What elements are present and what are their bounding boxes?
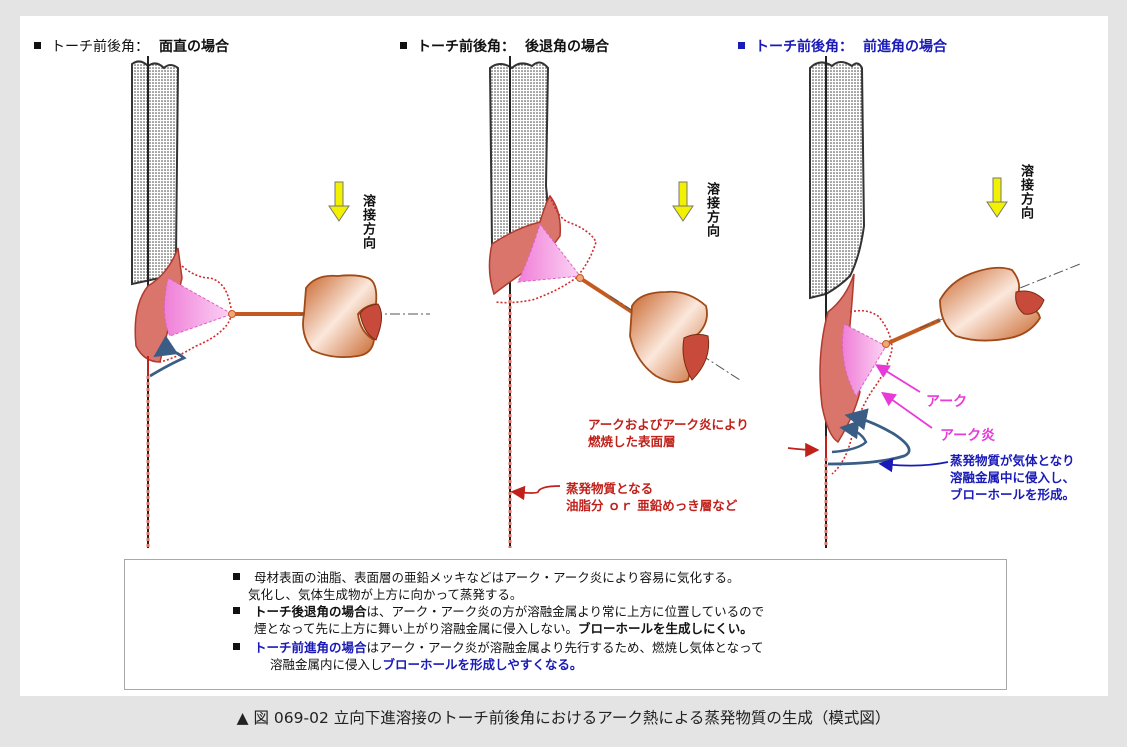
note-emphasis: トーチ前進角の場合 <box>254 640 367 655</box>
gas-label: 蒸発物質が気体となり 溶融金属中に侵入し、 ブローホールを形成。 <box>950 452 1075 503</box>
leader-arrow <box>510 485 561 501</box>
header-perpendicular: トーチ前後角： 面直の場合 <box>34 36 229 56</box>
figure-caption: ▲ 図 069-02 立向下進溶接のトーチ前後角におけるアーク熱による蒸発物質の… <box>236 709 891 727</box>
note-text: 気化し、気体生成物が上方に向かって蒸発する。 <box>248 587 523 602</box>
bullet-icon <box>738 41 745 49</box>
notes-box: 母材表面の油脂、表面層の亜鉛メッキなどはアーク・アーク炎により容易に気化する。 … <box>124 559 1007 690</box>
arc-cone <box>517 222 581 283</box>
diagram-forehand <box>787 56 1081 548</box>
header-label: トーチ前後角： <box>417 39 515 55</box>
header-backhand: トーチ前後角： 後退角の場合 <box>400 36 609 56</box>
electrode-wire <box>885 318 941 346</box>
annotation-line: 燃焼した表面層 <box>588 434 676 449</box>
arc-label: アーク <box>926 394 968 410</box>
base-metal-plate <box>809 61 866 300</box>
torch-cut-face <box>359 303 382 341</box>
header-value: 後退角の場合 <box>525 39 609 55</box>
bullet-icon <box>233 607 240 614</box>
leader-arrow-gas <box>878 457 949 473</box>
header-label: トーチ前後角： <box>51 39 149 55</box>
leader-arrow-arc <box>874 364 921 393</box>
annotation-line: アークおよびアーク炎により <box>588 417 749 432</box>
annotation-line: 溶融金属中に侵入し、 <box>950 470 1076 485</box>
figure-panel: トーチ前後角： 面直の場合 トーチ前後角： 後退角の場合 トーチ前後角： 前進角の場合… <box>20 16 1108 696</box>
torch-cut-face <box>1015 290 1045 315</box>
vapor-arrow <box>149 335 187 378</box>
weld-bead <box>488 194 562 296</box>
direction-arrow <box>672 181 694 222</box>
diagram-backhand <box>488 56 741 548</box>
note-2: トーチ後退角の場合は、アーク・アーク炎の方が溶融金属より常に上方に位置しているの… <box>233 604 764 621</box>
leader-arrow-burnt <box>787 442 820 458</box>
torch-nozzle <box>302 274 378 359</box>
vapor-arrow-2 <box>831 420 868 454</box>
direction-arrow <box>328 181 350 222</box>
arc-point <box>576 274 584 282</box>
arc-cone <box>164 277 234 337</box>
note-text: 煙となって先に上方に舞い上がり溶融金属に侵入しない。 <box>254 621 579 636</box>
note-emphasis: ブローホールを生成しにくい。 <box>578 621 753 636</box>
arc-point <box>228 310 236 318</box>
electrode-wire <box>578 276 634 314</box>
annotation-line: ブローホールを形成。 <box>950 487 1076 502</box>
note-1: 母材表面の油脂、表面層の亜鉛メッキなどはアーク・アーク炎により容易に気化する。 <box>233 570 740 587</box>
note-2-cont: 煙となって先に上方に舞い上がり溶融金属に侵入しない。ブローホールを生成しにくい。 <box>254 621 753 638</box>
vapor-source-label: 蒸発物質となる 油脂分 ｏｒ 亜鉛めっき層など <box>566 480 737 514</box>
base-metal-plate <box>488 61 550 248</box>
direction-label-2: 溶接方向 <box>704 182 719 238</box>
bullet-icon <box>233 573 240 580</box>
arc-flame-label: アーク炎 <box>940 428 996 444</box>
direction-arrow <box>986 177 1008 218</box>
arc-flame-outline <box>495 195 597 304</box>
header-label: トーチ前後角： <box>755 39 853 55</box>
torch-cut-face <box>682 333 710 381</box>
header-forehand: トーチ前後角： 前進角の場合 <box>738 36 947 56</box>
bullet-icon <box>34 41 41 49</box>
direction-label-3: 溶接方向 <box>1018 164 1033 220</box>
note-3: トーチ前進角の場合はアーク・アーク炎が溶融金属より先行するため、燃焼し気体となっ… <box>233 640 764 657</box>
annotation-line: 蒸発物質が気体となり <box>950 453 1075 468</box>
bullet-icon <box>233 643 240 650</box>
direction-label-1: 溶接方向 <box>360 194 375 250</box>
burnt-layer-label: アークおよびアーク炎により 燃焼した表面層 <box>588 416 749 450</box>
bullet-icon <box>400 41 407 49</box>
leader-arrow-flame <box>881 391 933 429</box>
note-text: はアーク・アーク炎が溶融金属より先行するため、燃焼し気体となって <box>366 640 764 655</box>
diagram-perpendicular <box>131 56 430 548</box>
note-emphasis: ブローホールを形成しやすくなる。 <box>382 657 583 672</box>
note-text: 母材表面の油脂、表面層の亜鉛メッキなどはアーク・アーク炎により容易に気化する。 <box>254 570 740 585</box>
note-text: は、アーク・アーク炎の方が溶融金属より常に上方に位置しているので <box>366 604 765 619</box>
annotation-line: 蒸発物質となる <box>566 481 654 496</box>
arc-cone <box>842 323 887 397</box>
annotation-line: 油脂分 ｏｒ 亜鉛めっき層など <box>566 498 738 513</box>
header-value: 面直の場合 <box>159 39 229 55</box>
base-metal-plate <box>131 60 180 286</box>
header-value: 前進角の場合 <box>863 39 947 55</box>
note-emphasis: トーチ後退角の場合 <box>254 604 367 619</box>
note-text: 溶融金属内に侵入し <box>270 657 383 672</box>
note-1-cont: 気化し、気体生成物が上方に向かって蒸発する。 <box>248 587 522 604</box>
arc-point <box>882 340 890 348</box>
vapor-arrow <box>827 408 911 466</box>
welding-diagram <box>131 56 1081 548</box>
note-3-cont: 溶融金属内に侵入しブローホールを形成しやすくなる。 <box>270 657 582 674</box>
